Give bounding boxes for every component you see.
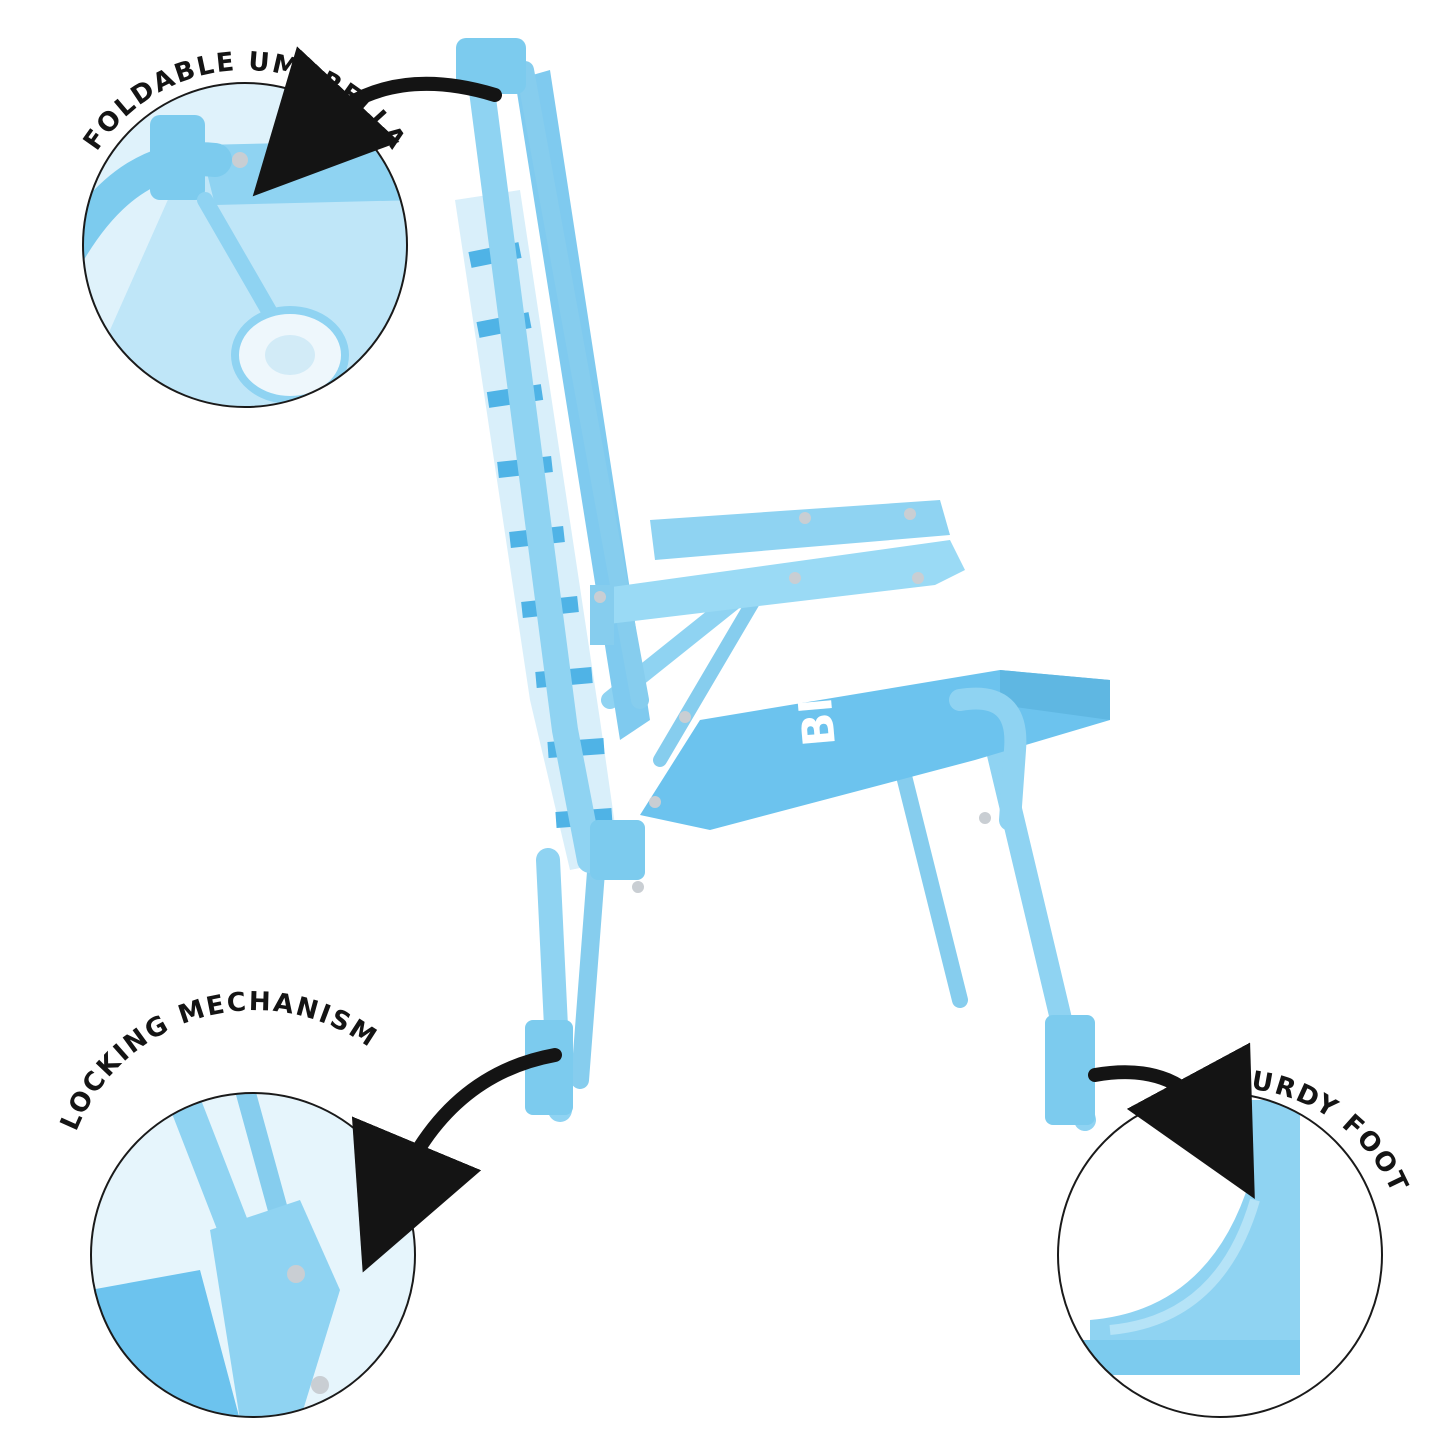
arrow-umbrella [252, 46, 502, 197]
foot-cap [1045, 1015, 1095, 1125]
callout-foot: STURDY FOOT [1057, 1042, 1412, 1418]
back-top-cap [456, 38, 526, 94]
arrow-foot [1088, 1042, 1255, 1199]
front-leg-inner [892, 752, 968, 1008]
cross-brace-2 [653, 583, 767, 767]
seat-print: Bluey [783, 606, 846, 748]
lock-joint [590, 820, 645, 880]
chair: Bluey [455, 38, 1110, 1131]
armrest-rivets [594, 508, 991, 893]
back-upright [465, 47, 603, 873]
foot-cap-rear [525, 1020, 573, 1115]
arrow-locking [351, 1048, 562, 1273]
callout-circle-umbrella [82, 82, 408, 408]
seat-top [1000, 670, 1110, 720]
seat-front-rail [949, 687, 1027, 831]
callout-locking: LOCKING MECHANISM [55, 987, 562, 1418]
armrest-front [590, 540, 965, 625]
armrest-rear [650, 500, 950, 560]
callout-umbrella: FOLDABLE UMBRELLA [78, 46, 502, 408]
